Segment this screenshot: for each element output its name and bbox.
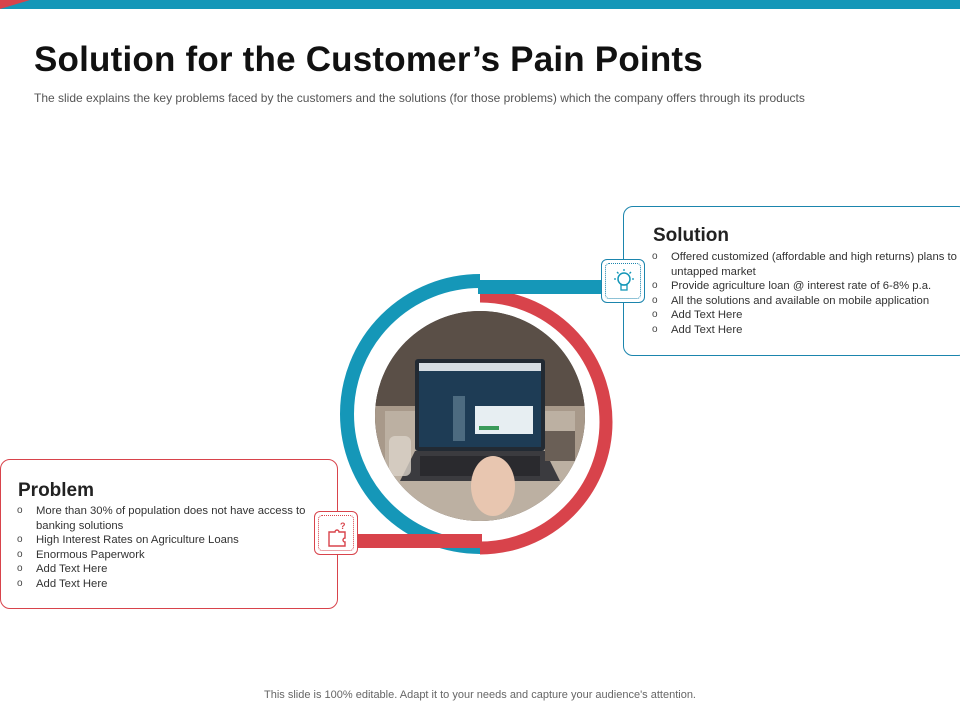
blue-ring-arc: [340, 274, 481, 554]
solution-icon-box: [601, 259, 645, 303]
problem-title: Problem: [18, 480, 95, 501]
slide-subtitle: The slide explains the key problems face…: [34, 91, 805, 105]
lightbulb-icon: [614, 269, 634, 291]
list-item: All the solutions and available on mobil…: [652, 294, 957, 309]
list-item: Add Text Here: [652, 308, 957, 323]
blue-connector-bar: [478, 280, 603, 294]
puzzle-question-icon: ?: [328, 521, 346, 547]
list-item: More than 30% of population does not hav…: [17, 504, 317, 533]
list-item: Add Text Here: [652, 323, 957, 338]
solution-list: Offered customized (affordable and high …: [652, 250, 957, 337]
solution-title: Solution: [653, 225, 729, 246]
solution-card: Solution Offered customized (affordable …: [623, 206, 960, 356]
top-accent-bar: [0, 0, 960, 9]
problem-list: More than 30% of population does not hav…: [17, 504, 317, 591]
list-item: Enormous Paperwork: [17, 548, 317, 563]
list-item: Provide agriculture loan @ interest rate…: [652, 279, 957, 294]
list-item: Add Text Here: [17, 562, 317, 577]
list-item: Offered customized (affordable and high …: [652, 250, 957, 279]
problem-card: Problem More than 30% of population does…: [0, 459, 338, 609]
red-ring-arc: [479, 289, 613, 555]
slide-footer: This slide is 100% editable. Adapt it to…: [264, 689, 696, 701]
svg-text:?: ?: [340, 521, 346, 531]
laptop-illustration: [375, 311, 585, 521]
red-connector-bar: [357, 534, 482, 548]
laptop-photo: [375, 311, 585, 521]
problem-icon-box: ?: [314, 511, 358, 555]
list-item: Add Text Here: [17, 577, 317, 592]
list-item: High Interest Rates on Agriculture Loans: [17, 533, 317, 548]
top-accent-red-corner: [0, 0, 30, 9]
slide-title: Solution for the Customer’s Pain Points: [34, 40, 703, 79]
